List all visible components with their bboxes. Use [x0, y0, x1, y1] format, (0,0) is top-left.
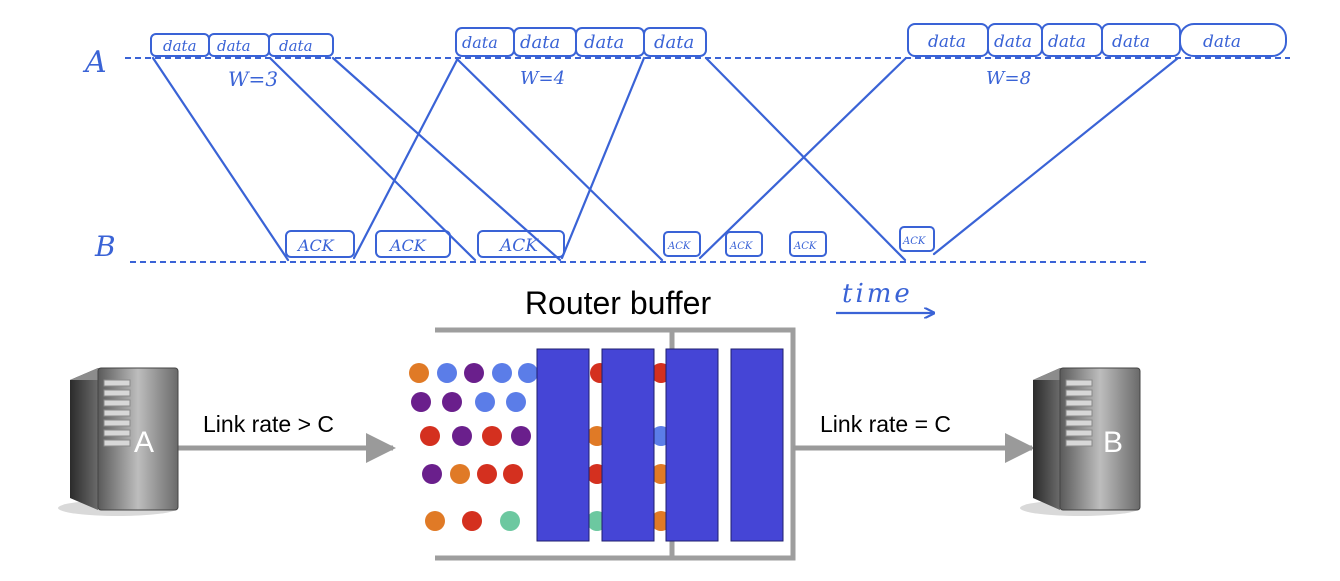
sender-label: A [82, 45, 107, 80]
data-label: data [163, 37, 197, 55]
receiver-label: B [94, 230, 116, 263]
round-1-packets [150, 33, 334, 57]
round-2-packets [455, 27, 707, 57]
packet-dot [452, 426, 472, 446]
ack-label: ACK [498, 236, 539, 256]
packet-dot [500, 511, 520, 531]
packet-dot [422, 464, 442, 484]
data-label: data [217, 37, 251, 55]
packet-dot [511, 426, 531, 446]
data-label: data [584, 32, 624, 53]
ack-label: ACK [793, 241, 817, 252]
packet-dot [482, 426, 502, 446]
window-label: W=4 [520, 68, 565, 89]
packet-dot [462, 511, 482, 531]
ack-label: ACK [388, 236, 427, 255]
data-label: data [1112, 32, 1150, 52]
host-b-server-icon: B [1020, 367, 1141, 516]
data-label: data [1203, 32, 1241, 52]
ack-label: ACK [296, 236, 335, 255]
data-label: data [520, 32, 560, 53]
host-a-label: A [134, 426, 154, 459]
packet-dot [464, 363, 484, 383]
host-b-label: B [1103, 426, 1123, 459]
ack-label: ACK [902, 236, 926, 247]
packet-dot [492, 363, 512, 383]
packet-dot [425, 511, 445, 531]
ack-label: ACK [667, 241, 691, 252]
packet-bar [601, 348, 655, 542]
data-label: data [279, 37, 313, 55]
buffer-packet-bars [536, 348, 784, 542]
packet-dot [409, 363, 429, 383]
packet-dot [477, 464, 497, 484]
packet-dot [506, 392, 526, 412]
round-3-packets [907, 23, 1287, 57]
packet-bar [536, 348, 590, 542]
ack-label: ACK [729, 241, 753, 252]
data-label: data [994, 32, 1032, 52]
packet-bar [730, 348, 784, 542]
link-in-label: Link rate > C [203, 411, 334, 437]
timeline: A B data data data W=3 data data data da… [82, 23, 1290, 313]
ack-boxes [285, 226, 935, 258]
packet-dot [475, 392, 495, 412]
buffer-title: Router buffer [525, 285, 712, 321]
data-label: data [928, 32, 966, 52]
packet-dot [442, 392, 462, 412]
packet-bar [665, 348, 719, 542]
packet-dot [437, 363, 457, 383]
packet-dot [420, 426, 440, 446]
data-label: data [654, 32, 694, 53]
link-out-label: Link rate = C [820, 411, 951, 437]
time-label: time [842, 279, 913, 309]
packet-dot [411, 392, 431, 412]
host-a-server-icon: A [58, 367, 179, 516]
network-diagram: Router buffer [58, 285, 1141, 561]
packet-dot [450, 464, 470, 484]
packet-dot [518, 363, 538, 383]
packet-dot [503, 464, 523, 484]
data-label: data [462, 33, 498, 52]
transmission-lines [151, 56, 1180, 262]
window-label: W=8 [986, 68, 1031, 89]
data-label: data [1048, 32, 1086, 52]
window-label: W=3 [228, 67, 278, 91]
